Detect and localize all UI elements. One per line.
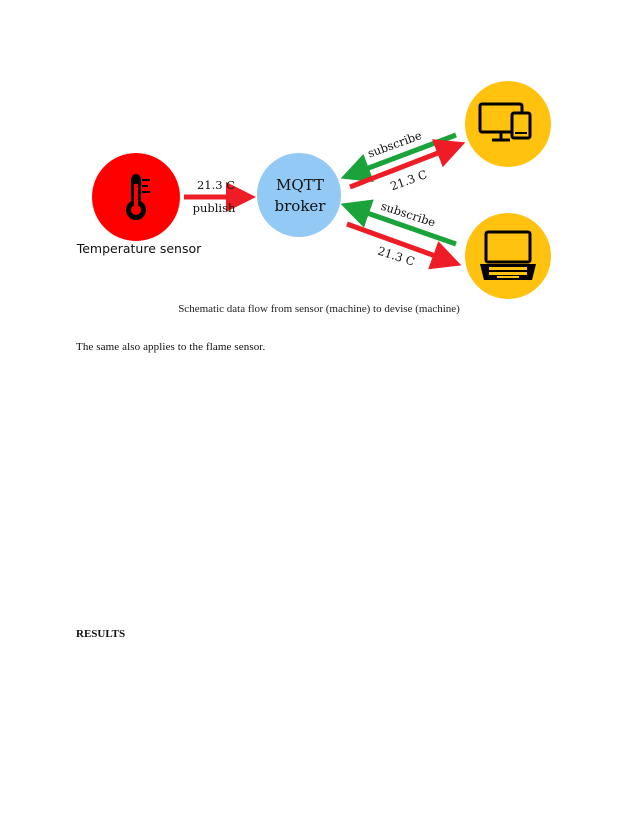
laptop-device-node (465, 213, 551, 299)
sensor-label: Temperature sensor (76, 241, 202, 256)
deliver-arrow-bottom (346, 221, 462, 270)
broker-label-line1: MQTT (276, 176, 324, 194)
desktop-tablet-icon (478, 102, 532, 142)
mqtt-broker-node (257, 153, 341, 237)
deliver-arrow-top (349, 139, 466, 190)
subscribe-arrow-bottom (340, 199, 457, 247)
body-paragraph: The same also applies to the flame senso… (76, 341, 266, 353)
publish-value-label: 21.3 C (197, 178, 235, 192)
desktop-device-node (465, 81, 551, 167)
section-heading: RESULTS (76, 628, 126, 640)
figure-caption: Schematic data flow from sensor (machine… (178, 303, 460, 315)
broker-label-line2: broker (275, 197, 327, 215)
laptop-icon (480, 230, 536, 280)
thermometer-icon (126, 174, 150, 220)
publish-label: publish (193, 201, 236, 215)
mqtt-data-flow-diagram: Temperature sensor 21.3 C publish MQTT b… (76, 81, 551, 299)
temperature-sensor-node (92, 153, 180, 241)
